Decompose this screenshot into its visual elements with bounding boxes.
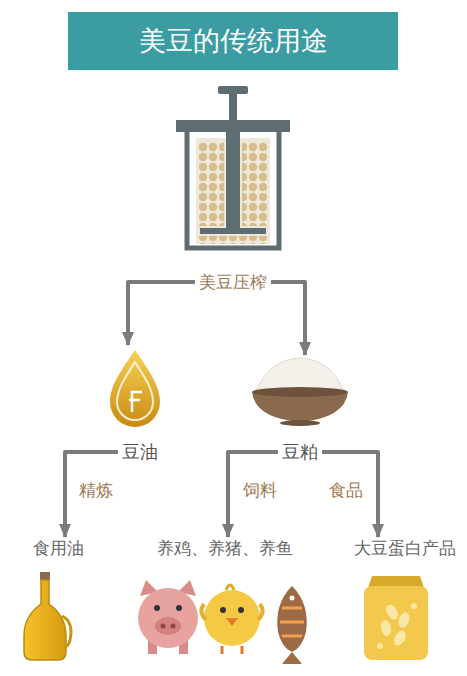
connector-arrow: [65, 452, 118, 537]
edge-label: 饲料: [241, 479, 279, 501]
oil-bottle-icon: [24, 572, 71, 660]
pig-icon: [138, 580, 198, 654]
meal-bowl-icon: [252, 358, 348, 426]
fish-icon: [277, 586, 306, 664]
node-text: 食用油: [33, 537, 84, 559]
connector-arrow: [228, 452, 278, 537]
process-label: 美豆压榨: [195, 271, 271, 293]
use-label: 大豆蛋白产品: [350, 537, 460, 559]
product-node: 豆粕: [278, 355, 322, 464]
node-text: 大豆蛋白产品: [354, 537, 456, 559]
press-machine: [176, 86, 290, 248]
soy-sack-icon: [364, 576, 428, 660]
edge-label: 食品: [327, 479, 365, 501]
connector-arrow: [271, 282, 305, 355]
node-text: 养鸡、养猪、养鱼: [157, 537, 293, 559]
connector-arrow: [322, 452, 378, 537]
connector-arrow: [128, 282, 195, 345]
oil-drop-icon: [110, 350, 160, 427]
edge-label: 精炼: [77, 479, 115, 501]
use-label: 养鸡、养猪、养鱼: [153, 537, 297, 559]
title-band: 美豆的传统用途: [68, 12, 398, 70]
product-node: 豆油: [118, 345, 162, 464]
node-text: 美豆压榨: [199, 271, 267, 293]
use-label: 食用油: [29, 537, 88, 559]
node-text: 豆油: [122, 440, 158, 463]
chick-icon: [201, 585, 262, 654]
title-text: 美豆的传统用途: [139, 23, 328, 59]
node-text: 豆粕: [282, 440, 318, 463]
